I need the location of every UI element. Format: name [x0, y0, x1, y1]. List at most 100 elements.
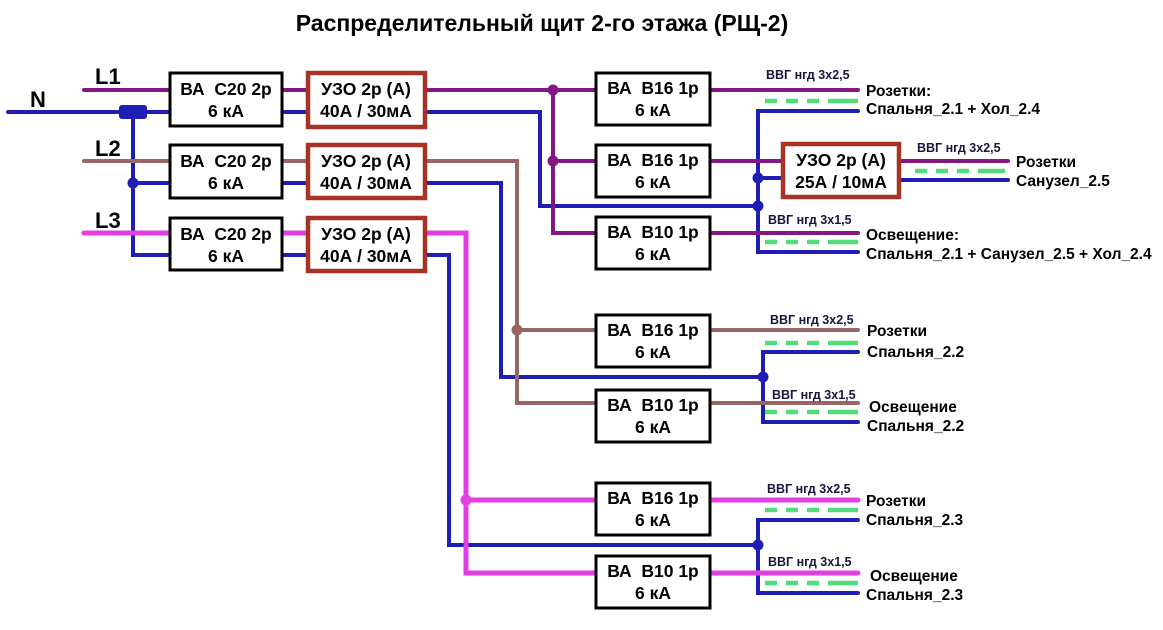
- label-phase-l2: L2: [95, 136, 121, 161]
- wire-l2-riser: [423, 159, 597, 405]
- branch-breaker-3-model: ВА В10 1р: [607, 222, 699, 242]
- dest-circuit3-rooms: Спальня_2.1 + Санузел_2.5 + Хол_2.4: [866, 246, 1152, 263]
- wire-n-group2-feed: [423, 181, 765, 379]
- phase-l2-wires: [82, 159, 860, 405]
- dest-circuit1-rooms: Спальня_2.1 + Хол_2.4: [866, 101, 1040, 118]
- junction-l3-b16: [460, 494, 472, 506]
- branch-breaker-b10-lighting-23: ВА В10 1р 6 кА: [594, 554, 712, 610]
- cable-label-circuit4: ВВГ нгд 3х2,5: [770, 313, 854, 327]
- dest-circuit2-type: Розетки: [1016, 154, 1076, 171]
- dest-circuit5-type: Освещение: [869, 399, 957, 416]
- branch-breaker-b10-lighting-22: ВА В10 1р 6 кА: [594, 388, 712, 444]
- branch-breaker-2-rating: 6 кА: [635, 172, 671, 192]
- rcd-1: УЗО 2р (А) 40А / 30мА: [305, 70, 428, 130]
- main-breaker-qf1: ВА С20 2р 6 кА: [168, 71, 284, 128]
- branch-breaker-7-model: ВА В10 1р: [607, 561, 699, 581]
- rcd-bathroom-rating: 25А / 10мА: [795, 172, 887, 192]
- main-breaker-qf1-model: ВА С20 2р: [180, 79, 272, 99]
- branch-breaker-1-model: ВА В16 1р: [607, 78, 699, 98]
- dest-circuit3-type: Освещение:: [866, 227, 959, 244]
- cable-label-circuit3: ВВГ нгд 3х1,5: [768, 213, 852, 227]
- cable-label-circuit6: ВВГ нгд 3х2,5: [767, 482, 851, 496]
- rcd-2-box: [305, 142, 428, 201]
- phase-l3-junctions: [460, 494, 472, 506]
- rcd-bathroom-box: [780, 141, 902, 200]
- main-breaker-qf3-box: [168, 216, 284, 272]
- rcd-bathroom-model: УЗО 2р (А): [796, 150, 886, 170]
- phase-l1-junctions: [547, 84, 559, 167]
- label-phase-l3: L3: [95, 208, 121, 233]
- rcd-1-rating: 40А / 30мА: [320, 101, 412, 121]
- branch-breaker-b16-bathroom: ВА В16 1р 6 кА: [594, 143, 712, 199]
- phase-l2-junctions: [511, 324, 523, 336]
- branch-breaker-b10-lighting-21: ВА В10 1р 6 кА: [594, 215, 712, 271]
- wire-n-group2-riser: [761, 350, 860, 424]
- branch-breaker-5-rating: 6 кА: [635, 417, 671, 437]
- main-breaker-qf2-box: [168, 143, 284, 200]
- junction-l1-b16a: [547, 84, 559, 96]
- junction-n-qf2: [127, 177, 139, 189]
- pe-wires: [765, 98, 1005, 586]
- junction-n-group2: [757, 371, 769, 383]
- label-neutral-n: N: [30, 87, 46, 112]
- cable-label-circuit5: ВВГ нгд 3х1,5: [772, 388, 856, 402]
- branch-breaker-1-box: [594, 71, 712, 127]
- neutral-junctions: [119, 105, 769, 551]
- diagram-title: Распределительный щит 2-го этажа (РЩ-2): [296, 10, 789, 36]
- junction-n-rcd4: [752, 172, 764, 184]
- branch-breaker-4-model: ВА В16 1р: [607, 320, 699, 340]
- dest-circuit6-type: Розетки: [866, 493, 926, 510]
- junction-n-main: [119, 105, 147, 119]
- branch-breaker-5-box: [594, 388, 712, 444]
- rcd-2-model: УЗО 2р (А): [321, 151, 411, 171]
- rcd-bathroom: УЗО 2р (А) 25А / 10мА: [780, 141, 902, 200]
- junction-l2-b16: [511, 324, 523, 336]
- rcd-1-box: [305, 70, 428, 130]
- branch-breaker-4-box: [594, 313, 712, 369]
- branch-breaker-4-rating: 6 кА: [635, 342, 671, 362]
- branch-breaker-6-rating: 6 кА: [635, 510, 671, 530]
- branch-breaker-7-box: [594, 554, 712, 610]
- dest-circuit7-rooms: Спальня_2.3: [866, 587, 964, 604]
- rcd-2-rating: 40А / 30мА: [320, 173, 412, 193]
- label-phase-l1: L1: [95, 64, 121, 89]
- branch-breaker-1-rating: 6 кА: [635, 100, 671, 120]
- main-breaker-qf2-rating: 6 кА: [208, 173, 244, 193]
- cable-label-circuit2: ВВГ нгд 3х2,5: [917, 141, 1001, 155]
- branch-breaker-6-model: ВА В16 1р: [607, 488, 699, 508]
- main-breaker-qf1-box: [168, 71, 284, 128]
- rcd-1-model: УЗО 2р (А): [321, 79, 411, 99]
- dest-circuit5-rooms: Спальня_2.2: [867, 418, 964, 435]
- dest-circuit6-rooms: Спальня_2.3: [866, 512, 964, 529]
- rcd-2: УЗО 2р (А) 40А / 30мА: [305, 142, 428, 201]
- dest-circuit4-rooms: Спальня_2.2: [867, 344, 964, 361]
- branch-breaker-b16-sockets-22: ВА В16 1р 6 кА: [594, 313, 712, 369]
- dest-circuit7-type: Освещение: [870, 568, 958, 585]
- dest-circuit4-type: Розетки: [867, 323, 927, 340]
- junction-n-group1: [752, 200, 764, 212]
- junction-n-group3: [752, 539, 764, 551]
- phase-l3-wires: [81, 230, 861, 576]
- main-breaker-qf1-rating: 6 кА: [208, 101, 244, 121]
- main-breaker-qf2-model: ВА С20 2р: [180, 151, 272, 171]
- rcd-3-box: [305, 215, 428, 274]
- wire-n-group1-feed: [423, 110, 760, 208]
- main-breaker-qf3-rating: 6 кА: [208, 246, 244, 266]
- wire-n-group3-feed: [423, 253, 760, 547]
- wire-l1-riser: [551, 88, 598, 235]
- main-breaker-qf3-model: ВА С20 2р: [180, 224, 272, 244]
- main-breaker-qf3: ВА С20 2р 6 кА: [168, 216, 284, 272]
- rcd-3-model: УЗО 2р (А): [321, 224, 411, 244]
- dest-circuit2-rooms: Санузел_2.5: [1016, 173, 1110, 190]
- branch-breaker-5-model: ВА В10 1р: [607, 395, 699, 415]
- phase-l1-wires: [82, 88, 1010, 235]
- branch-breaker-b16-sockets-21: ВА В16 1р 6 кА: [594, 71, 712, 127]
- cable-label-circuit7: ВВГ нгд 3х1,5: [768, 555, 852, 569]
- cable-label-circuit1: ВВГ нгд 3х2,5: [766, 68, 850, 82]
- wire-n-group3-riser: [756, 518, 860, 595]
- branch-breaker-7-rating: 6 кА: [635, 583, 671, 603]
- branch-breaker-3-box: [594, 215, 712, 271]
- branch-breaker-2-box: [594, 143, 712, 199]
- branch-breaker-3-rating: 6 кА: [635, 244, 671, 264]
